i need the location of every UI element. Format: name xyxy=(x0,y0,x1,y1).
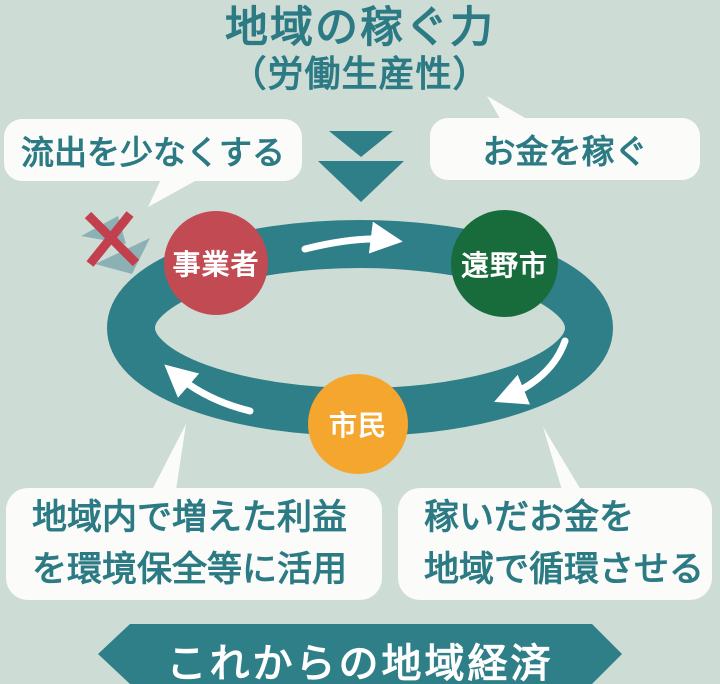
left-bubble-tail xyxy=(148,175,206,207)
page-title: 地域の稼ぐ力 （労働生産性） xyxy=(0,2,720,94)
note-circulate-money-line1: 稼いだお金を xyxy=(424,497,635,537)
double-down-chevron-icon xyxy=(318,131,404,202)
banner-ribbon xyxy=(98,624,622,684)
bubble-tails xyxy=(148,96,581,490)
right-note-tail xyxy=(543,427,581,490)
note-profit-use: 地域内で増えた利益 を環境保全等に活用 xyxy=(6,488,382,600)
note-profit-use-line1: 地域内で増えた利益 xyxy=(32,497,348,537)
banner-title: これからの地域経済 xyxy=(166,642,554,684)
note-circulate-money-line2: 地域で循環させる xyxy=(424,550,705,589)
bubble-earn-money: お金を稼ぐ xyxy=(430,118,700,180)
bubble-reduce-outflow: 流出を少なくする xyxy=(4,119,302,181)
arrow-citizens-to-business xyxy=(164,364,254,415)
right-bubble-tail xyxy=(487,96,532,122)
title-line1: 地域の稼ぐ力 xyxy=(225,4,495,52)
note-circulate-money: 稼いだお金を 地域で循環させる xyxy=(398,488,712,600)
arrow-business-to-city xyxy=(301,221,403,254)
bubble-reduce-outflow-label: 流出を少なくする xyxy=(21,134,285,171)
node-citizens: 市民 xyxy=(308,374,408,474)
node-business: 事業者 xyxy=(164,211,268,315)
x-mark-icon xyxy=(84,211,140,267)
node-city: 遠野市 xyxy=(451,210,558,317)
note-profit-use-line2: を環境保全等に活用 xyxy=(32,550,348,589)
arrow-city-to-citizens xyxy=(494,337,569,405)
node-business-label: 事業者 xyxy=(172,249,260,280)
node-city-label: 遠野市 xyxy=(460,249,548,281)
title-line2: （労働生産性） xyxy=(230,53,490,95)
left-note-tail xyxy=(152,424,186,490)
blocked-outflow-icon xyxy=(81,211,150,274)
flow-arrows xyxy=(164,221,569,415)
bubble-earn-money-label: お金を稼ぐ xyxy=(482,133,648,170)
node-citizens-label: 市民 xyxy=(328,410,387,441)
